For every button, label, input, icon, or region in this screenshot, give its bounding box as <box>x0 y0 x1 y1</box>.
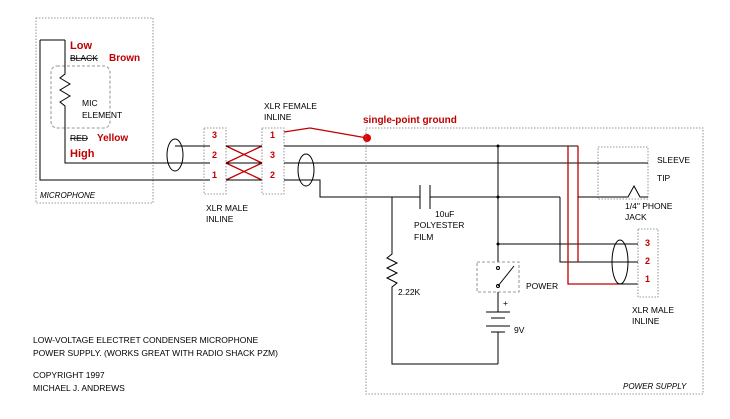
microphone-label: MICROPHONE <box>40 191 96 200</box>
resistor-value: 2.22K <box>398 287 421 297</box>
battery-value: 9V <box>514 325 525 335</box>
jack-label-2: JACK <box>625 212 647 222</box>
xlr-female-pin-2: 2 <box>270 170 275 180</box>
junction-ground <box>496 144 500 148</box>
jack-tip-contact <box>610 184 648 198</box>
high-label: High <box>70 148 95 160</box>
phone-jack-box <box>597 146 649 200</box>
xlr-male-right-label-1: XLR MALE <box>632 305 674 315</box>
mic-element-label-2: ELEMENT <box>82 110 122 120</box>
junction-cap <box>496 195 500 199</box>
wire-pin2-signal <box>284 179 392 198</box>
caption-line-3: COPYRIGHT 1997 <box>33 370 105 380</box>
xlr-male-right-pin-3: 3 <box>645 238 650 248</box>
caption-line-2: POWER SUPPLY. (WORKS GREAT WITH RADIO SH… <box>33 348 278 358</box>
xlr-female-connector <box>261 127 285 195</box>
single-point-ground-label: single-point ground <box>363 115 457 126</box>
mic-element-box <box>50 65 111 129</box>
xlr-male-left-pin-1: 1 <box>212 170 217 180</box>
xlr-male-left-pin-3: 3 <box>212 130 217 140</box>
red-jumper-left <box>567 146 620 285</box>
power-switch-label: POWER <box>526 281 558 291</box>
crossover-wire-4 <box>225 162 263 181</box>
cap-value: 10uF <box>435 209 454 219</box>
switch-contact-bottom <box>496 284 500 288</box>
brown-label: Brown <box>109 53 140 64</box>
power-supply-enclosure <box>365 127 704 395</box>
xlr-female-label-2: INLINE <box>264 112 292 122</box>
power-supply-label: POWER SUPPLY <box>623 382 687 391</box>
tip-label: TIP <box>657 173 671 183</box>
cable-shield-left <box>166 138 184 172</box>
mic-element-resistor <box>59 40 71 140</box>
ground-wire-a <box>283 127 311 133</box>
switch-contact-top <box>496 266 500 270</box>
xlr-male-left-connector <box>203 127 227 195</box>
caption-line-4: MICHAEL J. ANDREWS <box>33 383 125 393</box>
microphone-enclosure <box>35 17 154 204</box>
jack-label-1: 1/4" PHONE <box>625 201 673 211</box>
xlr-male-left-label-1: XLR MALE <box>206 203 248 213</box>
xlr-male-left-label-2: INLINE <box>206 214 234 224</box>
battery-plus: + <box>503 298 508 308</box>
mic-wire-upper <box>64 140 210 164</box>
single-point-ground-dot <box>363 134 371 142</box>
wire-signal-right <box>559 197 620 263</box>
mic-element-label-1: MIC <box>82 98 98 108</box>
red-label: RED <box>70 133 88 143</box>
sleeve-label: SLEEVE <box>657 155 690 165</box>
xlr-male-right-pin-2: 2 <box>645 256 650 266</box>
cap-type-1: POLYESTER <box>414 220 464 230</box>
xlr-male-left-pin-2: 2 <box>212 150 217 160</box>
yellow-label: Yellow <box>97 133 128 144</box>
mic-wire-lower <box>39 40 210 181</box>
xlr-male-right-pin-1: 1 <box>645 274 650 284</box>
ground-wire-b <box>309 127 368 139</box>
resistor-2-22k <box>385 197 498 365</box>
black-label: BLACK <box>70 53 98 63</box>
xlr-male-right-label-2: INLINE <box>632 316 660 326</box>
crossover-wire-2 <box>225 145 263 164</box>
cap-type-2: FILM <box>414 232 433 242</box>
xlr-male-right-connector <box>637 228 659 298</box>
low-label: Low <box>70 40 92 52</box>
switch-lever <box>497 265 515 287</box>
caption-line-1: LOW-VOLTAGE ELECTRET CONDENSER MICROPHON… <box>33 335 258 345</box>
xlr-female-pin-1: 1 <box>270 130 275 140</box>
xlr-female-pin-3: 3 <box>270 150 275 160</box>
xlr-female-label-1: XLR FEMALE <box>264 101 317 111</box>
cable-shield-center <box>297 153 315 187</box>
